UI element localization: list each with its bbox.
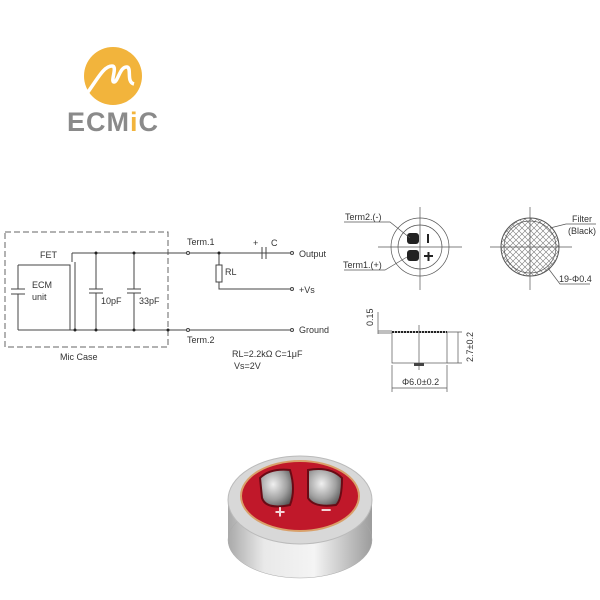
term2-pad-label: Term2.(-): [345, 212, 382, 222]
positive-pad: [258, 468, 294, 508]
height-label: 2.7±0.2: [465, 332, 475, 362]
values-line2: Vs=2V: [234, 361, 261, 371]
thickness-label: 0.15: [365, 308, 375, 326]
logo-m-swoosh: [86, 64, 135, 94]
bottom-view-drawing: Term2.(-) Term1.(+): [343, 207, 462, 290]
output-label: Output: [299, 249, 327, 259]
mic-case-label: Mic Case: [60, 352, 98, 362]
minus-mark: −: [321, 500, 332, 520]
rl-label: RL: [225, 267, 237, 277]
cap-10pf-label: 10pF: [101, 296, 122, 306]
ground-label: Ground: [299, 325, 329, 335]
logo-text: ECMiC: [67, 107, 159, 137]
filter-label: Filter: [572, 214, 592, 224]
cap-33pf-label: 33pF: [139, 296, 160, 306]
term1-pad-label: Term1.(+): [343, 260, 382, 270]
ecmic-logo: ECMiC: [67, 47, 159, 137]
resistor: [215, 264, 223, 283]
negative-pad: [307, 468, 344, 507]
values-line1: RL=2.2kΩ C=1μF: [232, 349, 303, 359]
filter-color-label: (Black): [568, 226, 596, 236]
plus-mark: +: [275, 502, 286, 522]
diameter-label: Φ6.0±0.2: [402, 377, 439, 387]
microphone-photo: + −: [227, 455, 373, 579]
top-view-drawing: Filter (Black) 19-Φ0.4: [490, 207, 596, 290]
holes-label: 19-Φ0.4: [559, 274, 592, 284]
term2-label: Term.2: [187, 335, 215, 345]
ecm-label: ECM: [32, 280, 52, 290]
cap-c-label: C: [271, 238, 278, 248]
mic-case-box: [4, 231, 169, 348]
circuit-diagram: FET ECM unit 10pF 33pF Mic Case Term.1 T…: [4, 231, 329, 371]
ecm-unit-label: unit: [32, 292, 47, 302]
vs-label: +Vs: [299, 285, 315, 295]
term1-label: Term.1: [187, 237, 215, 247]
fet-label: FET: [40, 250, 58, 260]
cap-plus-label: +: [253, 238, 258, 248]
side-view-drawing: 0.15 2.7±0.2 Φ6.0±0.2: [365, 308, 475, 392]
